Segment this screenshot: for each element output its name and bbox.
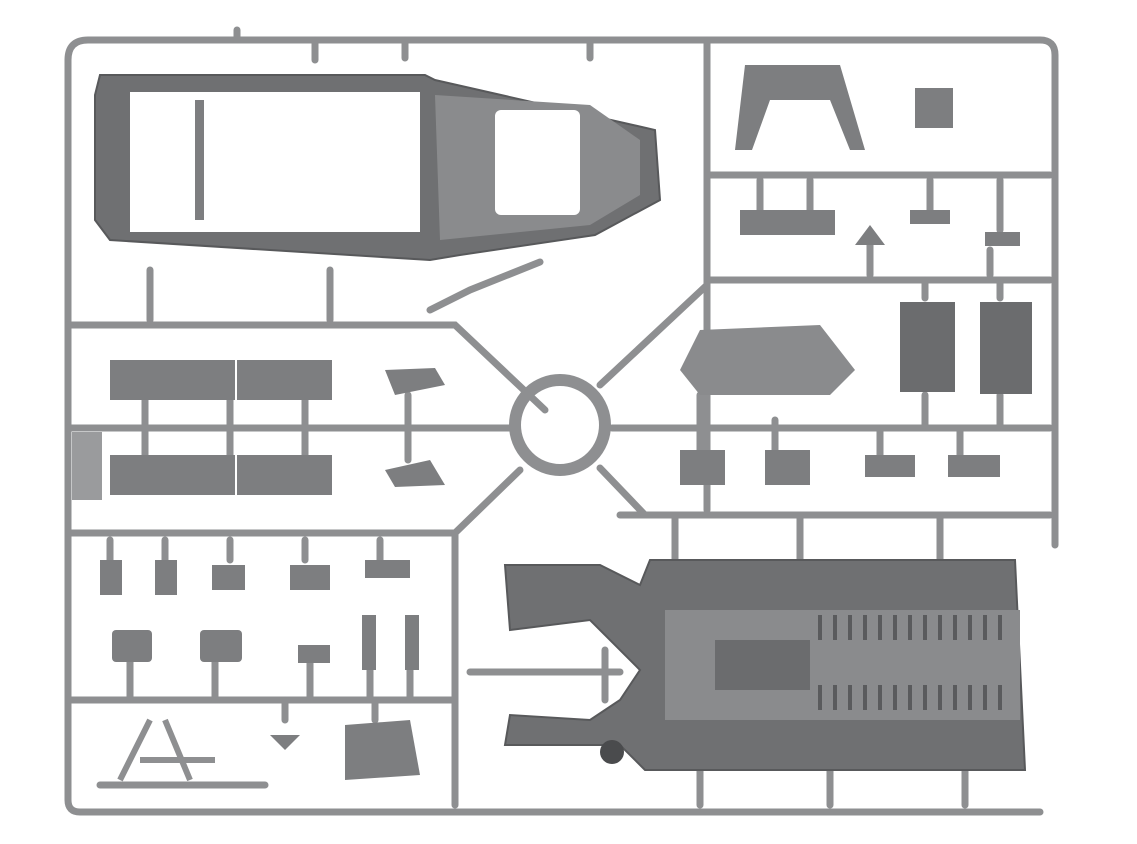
small-parts-top-right <box>680 65 1032 485</box>
small-parts-bottom-left <box>100 560 420 782</box>
sprue-frame <box>64 26 1059 816</box>
sprue-ring <box>509 374 611 476</box>
hull-ribs <box>818 615 1002 710</box>
panels-left <box>72 360 445 500</box>
hull-lower-part <box>503 559 1027 771</box>
hull-upper-part <box>94 74 662 262</box>
